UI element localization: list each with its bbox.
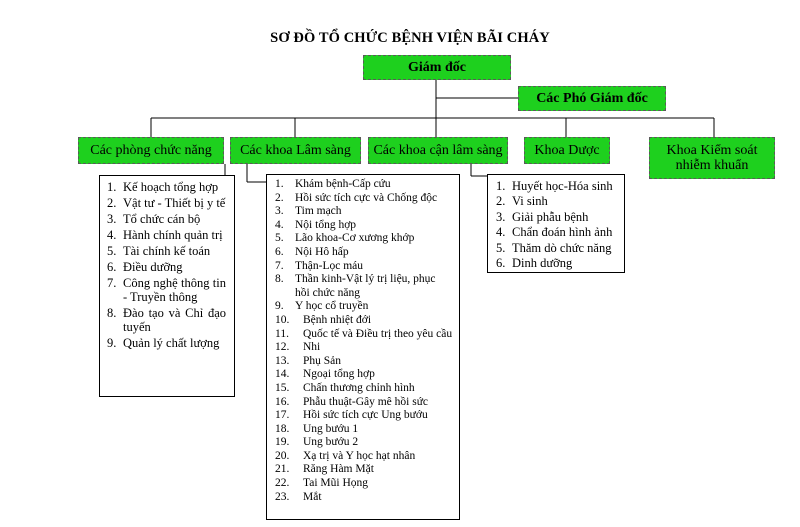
- list-item: 15.Chấn thương chỉnh hình: [275, 381, 415, 394]
- list-item: 4.Chẩn đoán hình ảnh: [496, 225, 613, 240]
- list-item: 19.Ung bướu 2: [275, 436, 359, 449]
- list-item: 2.Hồi sức tích cực và Chống độc: [275, 191, 438, 204]
- infection-control-box: Khoa Kiểm soát nhiễm khuẩn: [649, 137, 775, 179]
- paraclinical-label: Các khoa cận lâm sàng: [373, 143, 503, 158]
- list-item: 6.Dinh dưỡng: [496, 256, 573, 271]
- list-item: 3.Giải phẫu bệnh: [496, 209, 589, 224]
- chart-title: SƠ ĐỒ TỔ CHỨC BỆNH VIỆN BÃI CHÁY: [270, 30, 550, 46]
- list-item: 4.Hành chính quản trị: [107, 228, 223, 242]
- list-item: 11.Quốc tế và Điều trị theo yêu cầu: [275, 327, 453, 340]
- list-item: 2.Vi sinh: [496, 194, 548, 209]
- functional-box: Các phòng chức năng: [78, 137, 224, 164]
- deputy-box: Các Phó Giám đốc: [518, 86, 666, 111]
- list-item: 6.Điều dưỡng: [107, 260, 183, 274]
- list-item: 14.Ngoại tổng hợp: [275, 368, 375, 381]
- list-item: 1.Kế hoạch tổng hợp: [107, 180, 219, 194]
- list-item: 16.Phẫu thuật-Gây mê hồi sức: [275, 395, 429, 408]
- list-item: 5.Thăm dò chức năng: [496, 240, 612, 255]
- list-item: 8.Đào tạo và Chỉ đạo tuyến: [107, 306, 226, 334]
- list-item: 18.Ung bướu 1: [275, 422, 359, 435]
- list-item: 9.Quản lý chất lượng: [107, 336, 220, 350]
- list-item: 9.Y học cổ truyền: [275, 300, 369, 313]
- clinical-box: Các khoa Lâm sàng: [230, 137, 361, 164]
- list-item: 22.Tai Mũi Họng: [275, 477, 368, 490]
- list-item: 13.Phụ Sản: [275, 354, 342, 367]
- director-label: Giám đốc: [408, 60, 466, 75]
- pharmacy-box: Khoa Dược: [524, 137, 610, 164]
- list-item: 12.Nhi: [275, 341, 321, 354]
- list-item: 7.Công nghệ thông tin - Truyền thông: [107, 276, 226, 304]
- list-item: 4.Nội tổng hợp: [275, 218, 357, 231]
- list-item: 7.Thận-Lọc máu: [275, 259, 364, 272]
- list-item: 5.Lão khoa-Cơ xương khớp: [275, 232, 415, 245]
- list-item: 2.Vật tư - Thiết bị y tế: [107, 196, 226, 210]
- list-item: 20.Xạ trị và Y học hạt nhân: [275, 449, 416, 462]
- list-item: 23.Mắt: [275, 490, 322, 503]
- functional-list: 1.Kế hoạch tổng hợp 2.Vật tư - Thiết bị …: [99, 175, 235, 397]
- list-item: 8.Thần kinh-Vật lý trị liệu, phục hồi ch…: [275, 273, 436, 299]
- list-item: 5.Tài chính kế toán: [107, 244, 211, 258]
- list-item: 3.Tổ chức cán bộ: [107, 212, 201, 226]
- list-item: 1.Khám bệnh-Cấp cứu: [275, 178, 391, 190]
- pharmacy-label: Khoa Dược: [534, 143, 600, 158]
- list-item: 1.Huyết học-Hóa sinh: [496, 179, 613, 193]
- director-box: Giám đốc: [363, 55, 511, 80]
- clinical-list: 1.Khám bệnh-Cấp cứu 2.Hồi sức tích cực v…: [266, 174, 460, 520]
- paraclinical-list: 1.Huyết học-Hóa sinh 2.Vi sinh 3.Giải ph…: [487, 174, 625, 273]
- infection-control-label: Khoa Kiểm soát nhiễm khuẩn: [666, 143, 758, 173]
- list-item: 10.Bệnh nhiệt đới: [275, 313, 372, 326]
- list-item: 6.Nội Hô hấp: [275, 245, 349, 258]
- deputy-label: Các Phó Giám đốc: [536, 91, 648, 106]
- clinical-label: Các khoa Lâm sàng: [240, 143, 351, 158]
- list-item: 21.Răng Hàm Mặt: [275, 463, 374, 476]
- list-item: 17.Hồi sức tích cực Ung bướu: [275, 409, 428, 422]
- functional-label: Các phòng chức năng: [90, 143, 212, 158]
- paraclinical-box: Các khoa cận lâm sàng: [368, 137, 508, 164]
- list-item: 3.Tim mạch: [275, 205, 342, 218]
